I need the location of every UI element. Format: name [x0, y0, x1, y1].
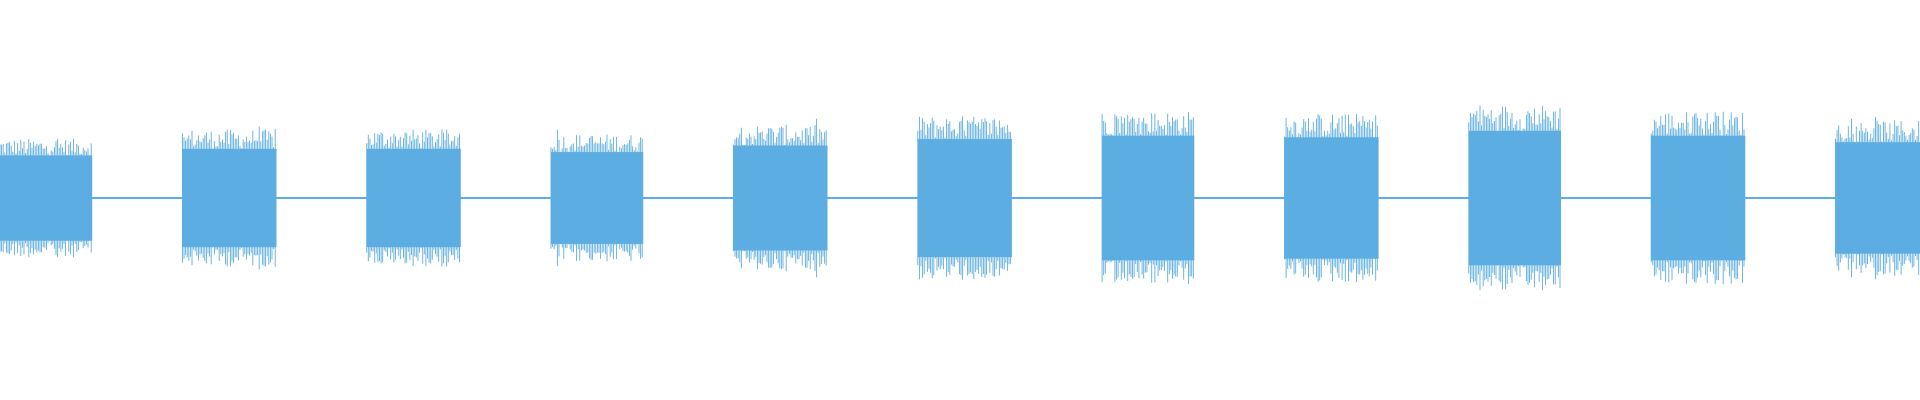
waveform-segment	[1468, 105, 1561, 291]
waveform-segment	[550, 129, 644, 267]
waveform-segment-peaks	[1468, 105, 1561, 291]
waveform-segment-peaks	[1650, 111, 1745, 285]
waveform-segments	[0, 105, 1920, 291]
waveform-segment	[917, 116, 1012, 280]
waveform-segment-peaks	[917, 116, 1012, 280]
waveform-segment-peaks	[1284, 114, 1378, 282]
waveform-segment-peaks	[550, 129, 643, 267]
waveform-segment	[181, 126, 277, 270]
waveform-segment-peaks	[0, 138, 92, 258]
waveform-segment-peaks	[732, 118, 827, 278]
waveform-segment	[0, 138, 93, 258]
waveform-segment-peaks	[1101, 112, 1194, 284]
waveform-segment	[1284, 114, 1379, 282]
waveform-segment	[1101, 112, 1195, 284]
waveform-segment	[732, 118, 828, 278]
waveform-segment-peaks	[181, 126, 276, 270]
waveform-segment	[1835, 116, 1920, 280]
waveform-segment	[1650, 111, 1746, 285]
waveform-segment	[366, 129, 461, 267]
waveform-segment-peaks	[1835, 116, 1920, 280]
waveform-segment-peaks	[366, 129, 460, 267]
